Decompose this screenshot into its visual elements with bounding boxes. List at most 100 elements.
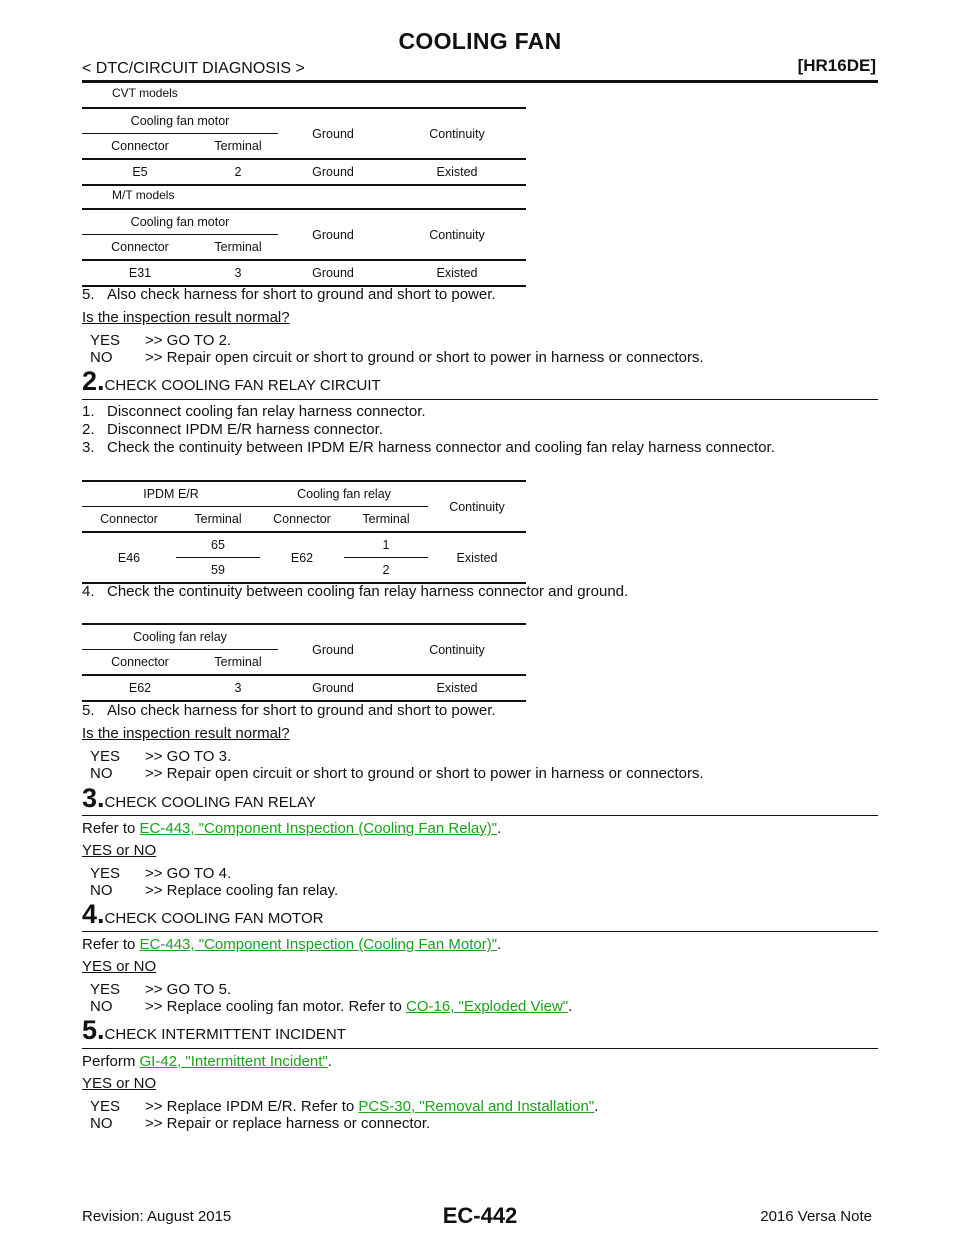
- yes-outcome: YES>> GO TO 3.: [90, 748, 231, 765]
- header-rule: [82, 80, 878, 83]
- table-cell: Existed: [388, 158, 527, 186]
- relay-ground-table: Cooling fan relay Ground Continuity Conn…: [82, 623, 526, 702]
- step-title: CHECK INTERMITTENT INCIDENT: [104, 1026, 346, 1043]
- yes-text: >> GO TO 3.: [145, 748, 232, 765]
- component-inspection-relay-link[interactable]: EC-443, "Component Inspection (Cooling F…: [139, 820, 498, 837]
- header-cell: Terminal: [198, 133, 279, 159]
- reference-prefix: Refer to: [82, 936, 140, 953]
- header-cell: Cooling fan relay: [82, 623, 278, 650]
- yes-key: YES: [90, 332, 121, 349]
- table-cell: 65: [176, 531, 260, 558]
- header-cell: Connector: [82, 649, 198, 675]
- header-cell: Connector: [260, 506, 344, 532]
- table-cell: Existed: [388, 674, 526, 702]
- inspection-question: Is the inspection result normal?: [82, 309, 290, 326]
- step-number: 2.: [82, 366, 105, 396]
- header-cell: Continuity: [428, 480, 526, 532]
- step-rule: [82, 931, 878, 932]
- table-cell: 59: [176, 557, 260, 584]
- mt-ground-table: Cooling fan motor Ground Continuity Conn…: [82, 208, 527, 287]
- header-cell: Connector: [82, 234, 198, 260]
- yes-key: YES: [90, 1098, 121, 1115]
- inspection-question: YES or NO: [82, 1075, 157, 1092]
- reference-line: Refer to EC-443, "Component Inspection (…: [82, 936, 501, 953]
- page-number: EC-442: [442, 1203, 518, 1228]
- step-rule: [82, 399, 878, 400]
- header-cell: Cooling fan motor: [82, 107, 279, 134]
- header-cell: Terminal: [198, 234, 279, 260]
- table-cell: 2: [344, 557, 428, 584]
- inspection-question: Is the inspection result normal?: [82, 725, 290, 742]
- reference-line: Refer to EC-443, "Component Inspection (…: [82, 820, 501, 837]
- table-cell: Existed: [428, 531, 526, 584]
- engine-model-label: [HR16DE]: [797, 56, 876, 75]
- yes-key: YES: [90, 981, 121, 998]
- table-cell: Ground: [278, 674, 388, 702]
- removal-installation-link[interactable]: PCS-30, "Removal and Installation": [358, 1098, 595, 1115]
- no-key: NO: [90, 1115, 113, 1132]
- component-inspection-motor-link[interactable]: EC-443, "Component Inspection (Cooling F…: [139, 936, 498, 953]
- header-cell: Continuity: [388, 107, 527, 159]
- no-key: NO: [90, 765, 113, 782]
- header-cell: Cooling fan motor: [82, 208, 279, 235]
- reference-suffix: .: [497, 936, 502, 953]
- step-3-heading: 3.CHECK COOLING FAN RELAY: [82, 783, 316, 814]
- yes-outcome: YES >> GO TO 2.: [90, 332, 231, 349]
- exploded-view-link[interactable]: CO-16, "Exploded View": [405, 998, 569, 1015]
- no-text: >> Repair open circuit or short to groun…: [145, 765, 704, 782]
- no-key: NO: [90, 882, 113, 899]
- no-outcome: NO >> Replace cooling fan relay.: [90, 882, 338, 899]
- revision-date: Revision: August 2015: [82, 1208, 232, 1225]
- header-cell: Ground: [278, 107, 389, 159]
- header-cell: Ground: [278, 623, 388, 675]
- step-rule: [82, 1048, 878, 1049]
- no-text: >> Repair open circuit or short to groun…: [145, 349, 704, 366]
- step-title: CHECK COOLING FAN RELAY: [104, 794, 316, 811]
- reference-suffix: .: [497, 820, 502, 837]
- no-suffix: .: [568, 998, 573, 1015]
- no-outcome: NO>> Repair open circuit or short to gro…: [90, 349, 704, 366]
- table-cell: 1: [344, 531, 428, 558]
- step-rule: [82, 815, 878, 816]
- header-cell: Cooling fan relay: [260, 480, 428, 507]
- header-cell: Terminal: [176, 506, 260, 532]
- no-text: >> Replace cooling fan relay.: [145, 882, 339, 899]
- instruction-item: 5. Also check harness for short to groun…: [82, 702, 496, 719]
- header-cell: IPDM E/R: [82, 480, 260, 507]
- instruction-item: 4. Check the continuity between cooling …: [82, 583, 629, 600]
- header-cell: Continuity: [388, 208, 527, 260]
- yes-key: YES: [90, 865, 121, 882]
- reference-prefix: Perform: [82, 1053, 140, 1070]
- yes-text: >> GO TO 5.: [145, 981, 232, 998]
- step-title: CHECK COOLING FAN RELAY CIRCUIT: [104, 377, 381, 394]
- no-outcome: NO >> Repair open circuit or short to gro…: [90, 765, 704, 782]
- instruction-item: 3. Check the continuity between IPDM E/R…: [82, 439, 775, 456]
- table-cell: 2: [198, 158, 279, 186]
- yes-text: >> GO TO 4.: [145, 865, 232, 882]
- step-number: 4.: [82, 899, 105, 929]
- step-5-heading: 5.CHECK INTERMITTENT INCIDENT: [82, 1015, 346, 1046]
- reference-suffix: .: [327, 1053, 332, 1070]
- table-cell: E62: [82, 674, 198, 702]
- vehicle-model: 2016 Versa Note: [760, 1208, 872, 1225]
- page-title: COOLING FAN: [398, 28, 562, 54]
- yes-outcome: YES >> GO TO 5.: [90, 981, 231, 998]
- cvt-models-label: CVT models: [112, 86, 178, 100]
- table-cell: 3: [198, 674, 278, 702]
- table-cell: 3: [198, 259, 279, 287]
- breadcrumb: < DTC/CIRCUIT DIAGNOSIS >: [82, 60, 305, 77]
- header-cell: Terminal: [344, 506, 428, 532]
- table-cell: Existed: [388, 259, 527, 287]
- instruction-item: 1. Disconnect cooling fan relay harness …: [82, 403, 426, 420]
- table-cell: E46: [82, 531, 176, 584]
- no-outcome: NO>> Repair or replace harness or connec…: [90, 1115, 430, 1132]
- step-4-heading: 4.CHECK COOLING FAN MOTOR: [82, 899, 323, 930]
- inspection-question: YES or NO: [82, 842, 157, 859]
- step-title: CHECK COOLING FAN MOTOR: [104, 910, 324, 927]
- yes-text: >> GO TO 2.: [145, 332, 232, 349]
- yes-outcome: YES >> GO TO 4.: [90, 865, 231, 882]
- reference-line: Perform GI-42, "Intermittent Incident".: [82, 1053, 332, 1070]
- instruction-item: 2. Disconnect IPDM E/R harness connector…: [82, 421, 383, 438]
- intermittent-incident-link[interactable]: GI-42, "Intermittent Incident": [139, 1053, 328, 1070]
- table-cell: E31: [82, 259, 198, 287]
